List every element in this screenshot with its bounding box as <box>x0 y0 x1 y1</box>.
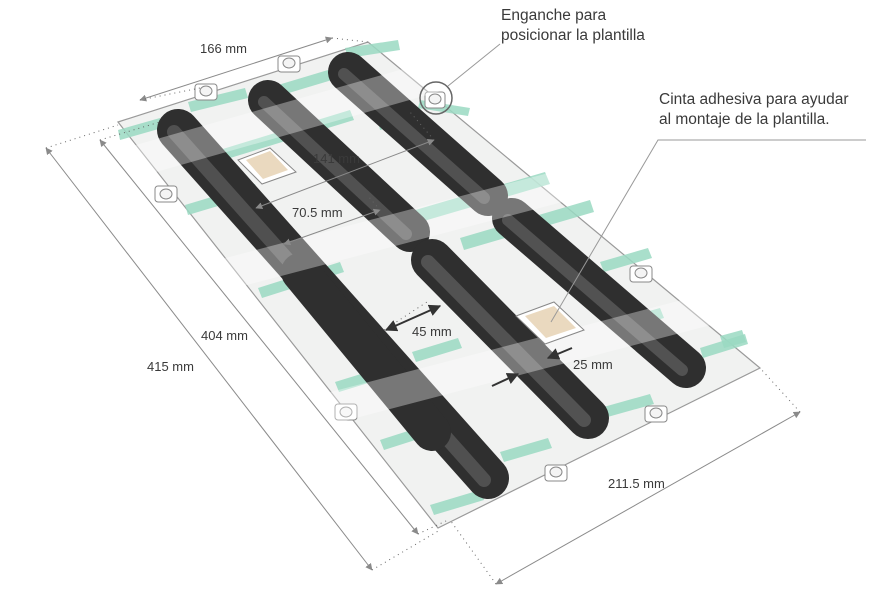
tape-strip <box>412 338 462 362</box>
tape-strip <box>118 118 162 140</box>
tape-strip <box>430 490 484 515</box>
dim-line-top-width <box>139 36 333 102</box>
hook-tab <box>277 55 301 73</box>
hook-tab <box>629 265 653 283</box>
tube-upper-right <box>328 52 508 216</box>
label-tube-gap: 45 mm <box>412 324 452 339</box>
hook-highlight-circle <box>419 81 453 115</box>
dim-arrow-25-right <box>546 347 573 360</box>
hook-tab <box>154 185 178 203</box>
callout-hook-leader <box>447 43 501 87</box>
label-top-width: 166 mm <box>200 41 247 56</box>
callout-tape: Cinta adhesiva para ayudar al montaje de… <box>550 91 866 323</box>
dark-dimension-arrows <box>384 304 573 387</box>
dim-line-141 <box>255 138 435 210</box>
callout-tape-line2: al montaje de la plantilla. <box>659 111 830 128</box>
hook-tab <box>424 91 446 109</box>
pad-lower <box>515 301 585 345</box>
callout-tape-line1: Cinta adhesiva para ayudar <box>659 91 849 108</box>
hook-tab <box>644 405 668 423</box>
callout-hook-line2: posicionar la plantilla <box>501 27 645 44</box>
dim-line-45 <box>384 304 442 332</box>
tape-strip <box>720 330 746 348</box>
label-tube-spacing-wide: 141 mm <box>313 151 360 166</box>
callout-hook-line1: Enganche para <box>501 7 607 24</box>
dim-arrow-25-left <box>491 373 520 387</box>
tape-strip <box>345 40 400 58</box>
label-outer-length: 415 mm <box>147 359 194 374</box>
callout-hook: Enganche para posicionar la plantilla <box>419 7 645 115</box>
dim-line-bottom-width <box>495 411 801 585</box>
label-inner-length: 404 mm <box>201 328 248 343</box>
tube-lower-right <box>492 198 706 388</box>
callout-tape-leader <box>550 139 866 323</box>
dim-line-inner-length <box>99 139 419 535</box>
label-tube-spacing-half: 70.5 mm <box>292 205 343 220</box>
label-tube-offset: 25 mm <box>573 357 613 372</box>
label-bottom-width: 211.5 mm <box>608 476 665 491</box>
dim-line-70-5 <box>283 208 381 246</box>
tube-lower-middle <box>411 239 609 439</box>
hook-tab <box>544 464 568 482</box>
tape-strip <box>600 248 652 272</box>
hook-tab <box>194 83 218 101</box>
